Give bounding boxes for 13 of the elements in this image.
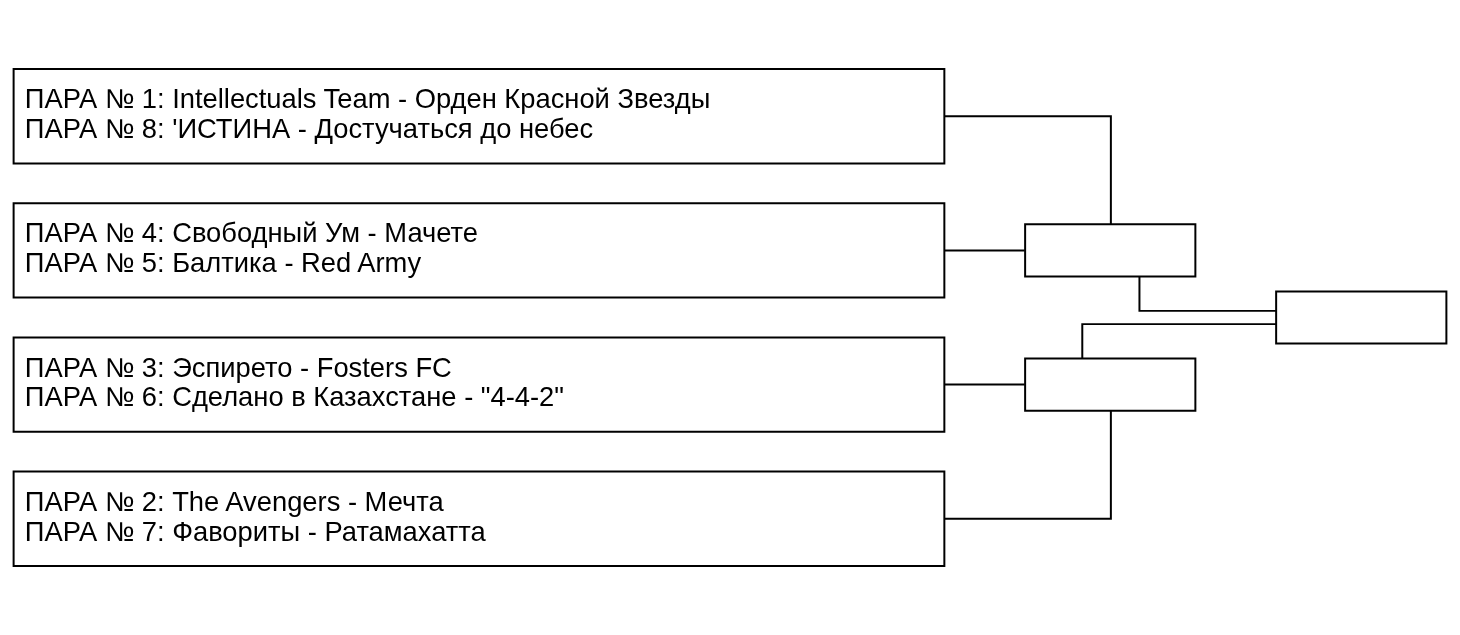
node-box: ПАРА № 3: Эспирето - Fosters FC ПАРА № 6: Сделано в Казахстане - "4-4-2" — [12, 336, 946, 433]
connector — [943, 249, 1026, 252]
connector — [1081, 323, 1278, 360]
connector — [943, 383, 1026, 386]
node-box — [1275, 290, 1448, 345]
connector — [1138, 275, 1278, 312]
node-box: ПАРА № 4: Свободный Ум - Мачете ПАРА № 5: Балтика - Red Army — [12, 202, 946, 299]
node-box: ПАРА № 1: Intellectuals Team - Орден Красной Звезды ПАРА № 8: 'ИСТИНА - Достучаться до небес — [12, 67, 946, 165]
node-box: ПАРА № 2: The Avengers - Мечта ПАРА № 7: Фавориты - Ратамахатта — [12, 470, 946, 568]
node-box — [1024, 357, 1197, 412]
connector — [943, 409, 1112, 520]
connector — [943, 115, 1112, 226]
node-box — [1024, 223, 1197, 278]
